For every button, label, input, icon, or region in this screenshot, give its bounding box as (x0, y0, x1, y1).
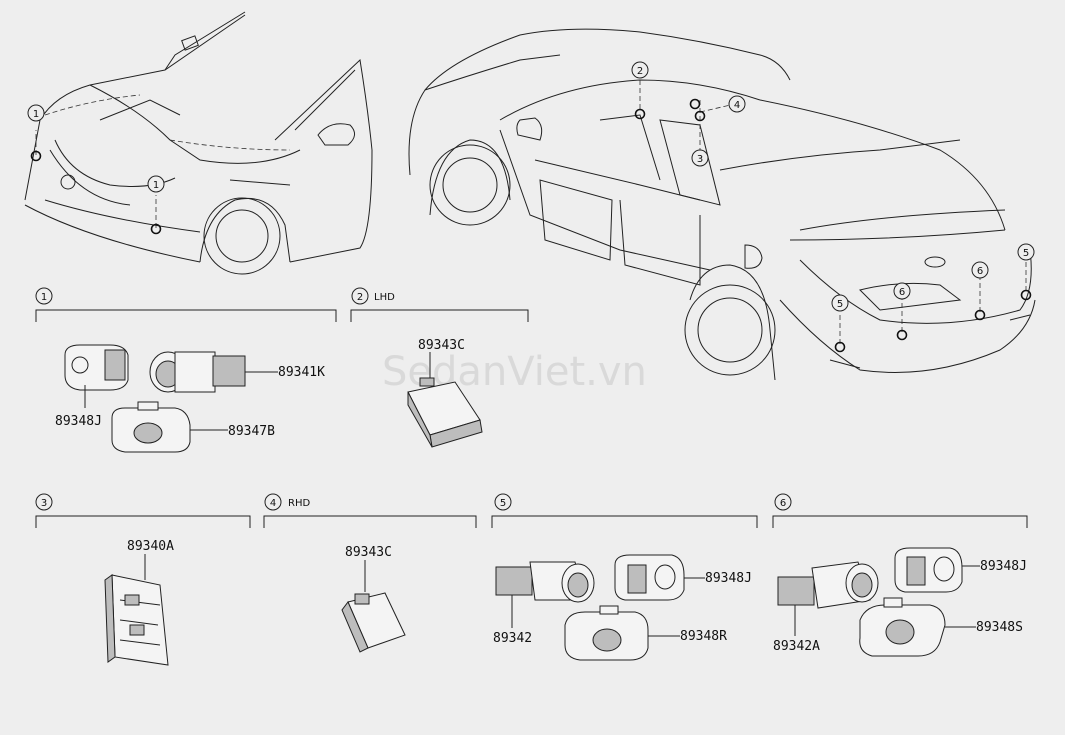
svg-text:RHD: RHD (288, 498, 310, 509)
callout-3: 3 (691, 149, 709, 167)
svg-text:1: 1 (33, 109, 39, 120)
callout-5a: 5 (831, 294, 849, 312)
ecu-89340A (104, 554, 169, 666)
svg-text:3: 3 (41, 498, 47, 509)
label-89343C-b: 89343C (345, 545, 392, 560)
section-4-header: 4 RHD (263, 493, 477, 528)
label-89343C-a: 89343C (418, 338, 465, 353)
rear-car-illustration (408, 28, 1036, 381)
label-89348R: 89348R (680, 629, 727, 644)
watermark: SedanViet.vn (382, 349, 647, 395)
label-89347B: 89347B (228, 424, 275, 439)
svg-text:6: 6 (780, 498, 786, 509)
svg-text:5: 5 (837, 299, 843, 310)
sensor-89341K (149, 351, 278, 393)
callout-6b: 6 (971, 261, 989, 279)
label-89342: 89342 (493, 631, 532, 646)
label-89342A: 89342A (773, 639, 820, 654)
section-3-header: 3 (35, 493, 251, 528)
retainer-89348J-b (614, 554, 705, 601)
section-5-header: 5 (491, 493, 758, 528)
label-89348J-c: 89348J (980, 559, 1027, 574)
svg-text:3: 3 (697, 154, 703, 165)
front-car-illustration (24, 11, 373, 275)
retainer-89348J-c (894, 547, 980, 593)
sensor-89342 (495, 561, 595, 628)
svg-text:5: 5 (1023, 248, 1029, 259)
cover-89348S (859, 597, 976, 657)
label-89340A: 89340A (127, 539, 174, 554)
callout-4: 4 (728, 95, 746, 113)
cover-89348R (564, 605, 680, 661)
sensor-markers (30, 98, 1032, 353)
callout-2: 2 (631, 61, 649, 79)
section-1-header: 1 (35, 287, 337, 322)
svg-text:1: 1 (153, 180, 159, 191)
cover-89347B (111, 401, 228, 453)
svg-text:5: 5 (500, 498, 506, 509)
svg-text:4: 4 (270, 498, 276, 509)
label-89348J-a: 89348J (55, 414, 102, 429)
svg-text:2: 2 (357, 292, 363, 303)
svg-text:2: 2 (637, 66, 643, 77)
ecu-89343C-a (407, 352, 483, 448)
svg-text:6: 6 (977, 266, 983, 277)
svg-text:4: 4 (734, 100, 740, 111)
callout-5b: 5 (1017, 243, 1035, 261)
label-89341K: 89341K (278, 365, 325, 380)
ecu-89343C-b (341, 560, 406, 653)
callout-1a: 1 (27, 104, 45, 122)
section-6-header: 6 (772, 493, 1028, 528)
section-2-header: 2 LHD (350, 287, 529, 322)
label-89348J-b: 89348J (705, 571, 752, 586)
label-89348S: 89348S (976, 620, 1023, 635)
retainer-89348J-a (64, 344, 129, 408)
svg-text:LHD: LHD (374, 292, 395, 303)
svg-text:1: 1 (41, 292, 47, 303)
svg-text:6: 6 (899, 287, 905, 298)
callout-6a: 6 (893, 282, 911, 300)
callout-1b: 1 (147, 175, 165, 193)
sensor-89342A (777, 561, 879, 636)
